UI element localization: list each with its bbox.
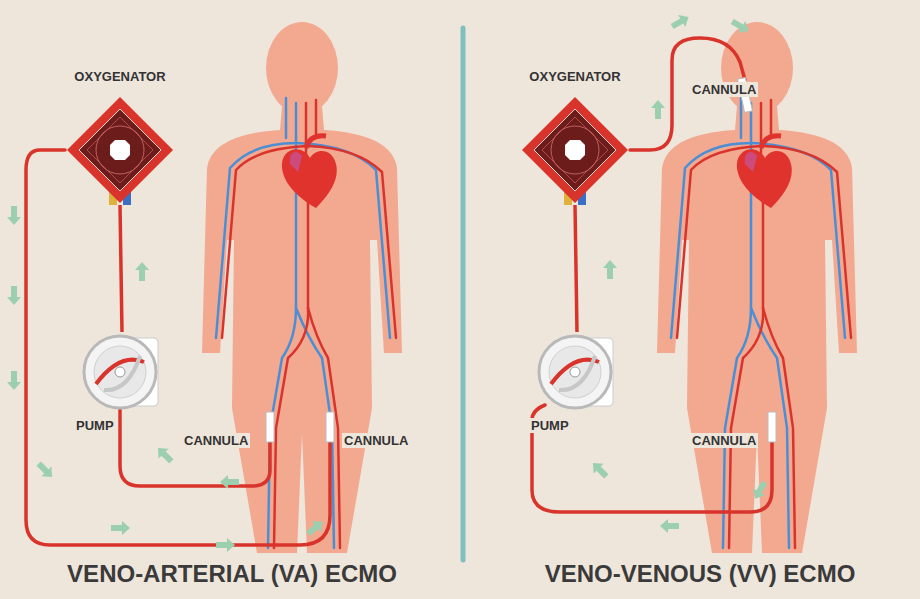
pump-shape xyxy=(82,332,162,412)
pump: PUMP xyxy=(82,332,162,412)
pump-label: PUMP xyxy=(529,418,571,433)
tube-connector xyxy=(120,205,122,332)
oxygenator-label: OXYGENATOR xyxy=(527,69,622,84)
cannula-label: CANNULA xyxy=(690,433,758,448)
oxygenator-shape xyxy=(65,95,175,205)
cannula-label: CANNULA xyxy=(182,433,250,448)
cannula-label: CANNULA xyxy=(342,433,410,448)
panel-title: VENO-ARTERIAL (VA) ECMO xyxy=(65,560,399,588)
oxygenator-shape xyxy=(520,95,630,205)
pump: PUMP xyxy=(537,332,617,412)
oxygenator: OXYGENATOR xyxy=(65,95,175,205)
pump-label: PUMP xyxy=(74,418,116,433)
pump-shape xyxy=(537,332,617,412)
panel-title: VENO-VENOUS (VV) ECMO xyxy=(543,560,858,588)
oxygenator: OXYGENATOR xyxy=(520,95,630,205)
tube-connector xyxy=(575,205,577,332)
oxygenator-label: OXYGENATOR xyxy=(72,69,167,84)
cannula-label: CANNULA xyxy=(690,82,758,97)
